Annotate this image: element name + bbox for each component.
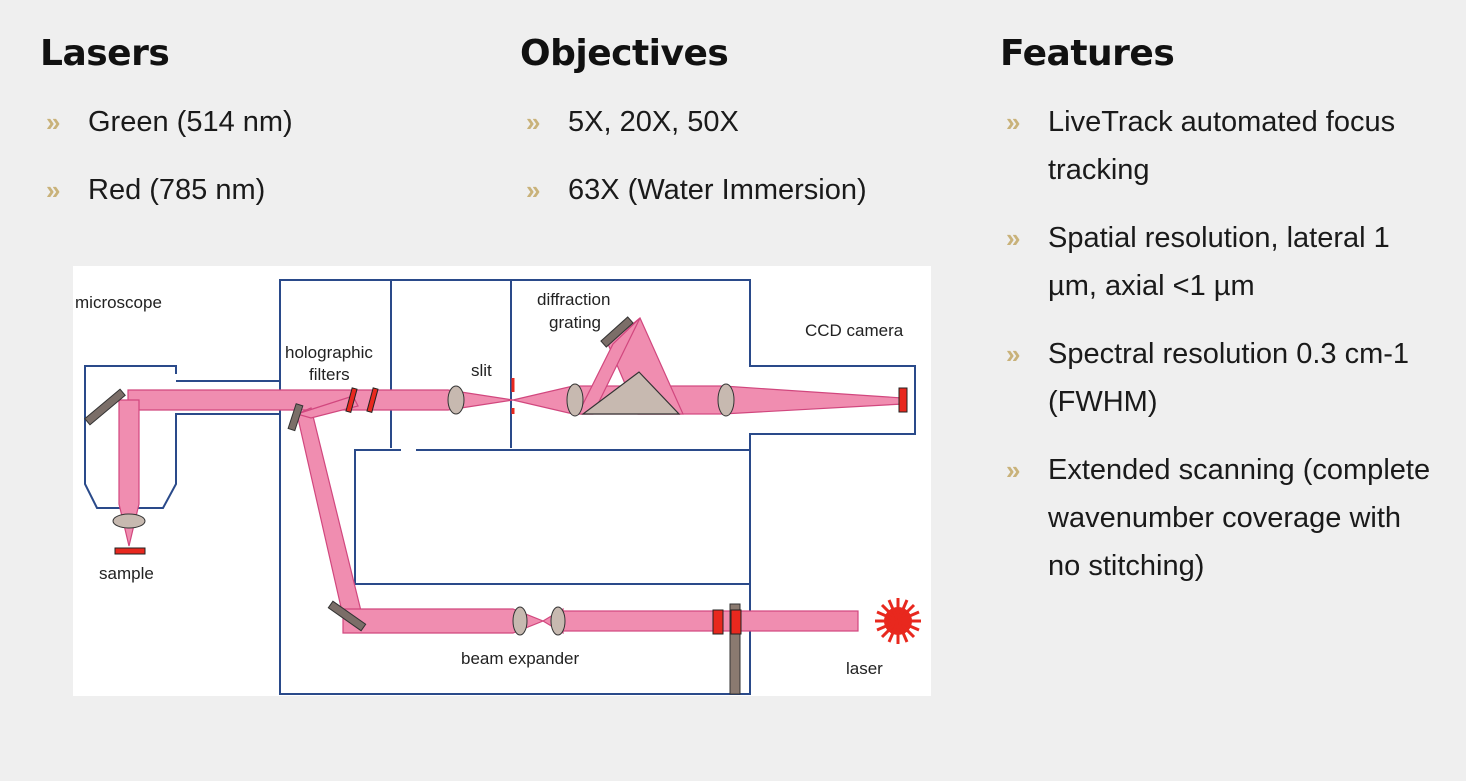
laser-icon <box>875 598 921 644</box>
grating-lens <box>566 383 584 417</box>
holographic-filter-2 <box>366 387 379 413</box>
label-filters: filters <box>309 365 350 384</box>
chevron-right-icon: » <box>526 175 541 205</box>
features-heading: Features <box>1000 33 1175 74</box>
label-grating: grating <box>549 313 601 332</box>
lasers-list: »Green (514 nm) »Red (785 nm) <box>40 98 460 214</box>
chevron-right-icon: » <box>46 175 61 205</box>
features-column: Features »LiveTrack automated focus trac… <box>1000 30 1440 610</box>
chevron-right-icon: » <box>1006 339 1021 369</box>
ccd-detector <box>898 387 908 413</box>
microscope-mirror <box>84 388 126 426</box>
chevron-right-icon: » <box>46 107 61 137</box>
list-item: »Spatial resolution, lateral 1 µm, axial… <box>1000 214 1440 310</box>
grating-mirror <box>600 316 634 348</box>
list-item: »63X (Water Immersion) <box>520 166 960 214</box>
objectives-heading: Objectives <box>520 33 729 74</box>
list-item: »LiveTrack automated focus tracking <box>1000 98 1440 194</box>
ccd-lens <box>717 383 735 417</box>
label-beam-expander: beam expander <box>461 649 579 668</box>
lower-mirror <box>327 600 367 632</box>
microscope-housing <box>84 365 281 509</box>
holographic-filter-1 <box>345 387 358 413</box>
list-item: »Extended scanning (complete wavenumber … <box>1000 446 1440 590</box>
features-list: »LiveTrack automated focus tracking »Spa… <box>1000 98 1440 590</box>
label-microscope: microscope <box>75 293 162 312</box>
label-sample: sample <box>99 564 154 583</box>
spectrometer-enclosure <box>279 279 916 695</box>
chevron-right-icon: » <box>1006 455 1021 485</box>
label-holographic: holographic <box>285 343 373 362</box>
raman-optical-diagram: microscope sample holographic filters sl… <box>73 266 931 696</box>
lasers-column: Lasers »Green (514 nm) »Red (785 nm) <box>40 30 460 234</box>
list-item: »Green (514 nm) <box>40 98 460 146</box>
chevron-right-icon: » <box>1006 223 1021 253</box>
laser-filter-2 <box>730 609 742 635</box>
label-slit: slit <box>471 361 492 380</box>
diffraction-grating <box>581 371 681 415</box>
label-laser: laser <box>846 659 883 678</box>
label-diffraction: diffraction <box>537 290 610 309</box>
objectives-column: Objectives »5X, 20X, 50X »63X (Water Imm… <box>520 30 960 234</box>
lasers-heading: Lasers <box>40 33 170 74</box>
expander-lens-1 <box>512 606 528 636</box>
chevron-right-icon: » <box>1006 107 1021 137</box>
objectives-list: »5X, 20X, 50X »63X (Water Immersion) <box>520 98 960 214</box>
laser-filter-1 <box>712 609 724 635</box>
relay-lens <box>447 385 465 415</box>
label-ccd-camera: CCD camera <box>805 321 904 340</box>
expander-lens-2 <box>550 606 566 636</box>
filter-mirror <box>287 403 304 432</box>
list-item: »Red (785 nm) <box>40 166 460 214</box>
chevron-right-icon: » <box>526 107 541 137</box>
sample-stage <box>114 547 146 555</box>
list-item: »5X, 20X, 50X <box>520 98 960 146</box>
objective-lens <box>112 513 146 529</box>
list-item: »Spectral resolution 0.3 cm-1 (FWHM) <box>1000 330 1440 426</box>
laser-filter-post <box>729 603 741 695</box>
